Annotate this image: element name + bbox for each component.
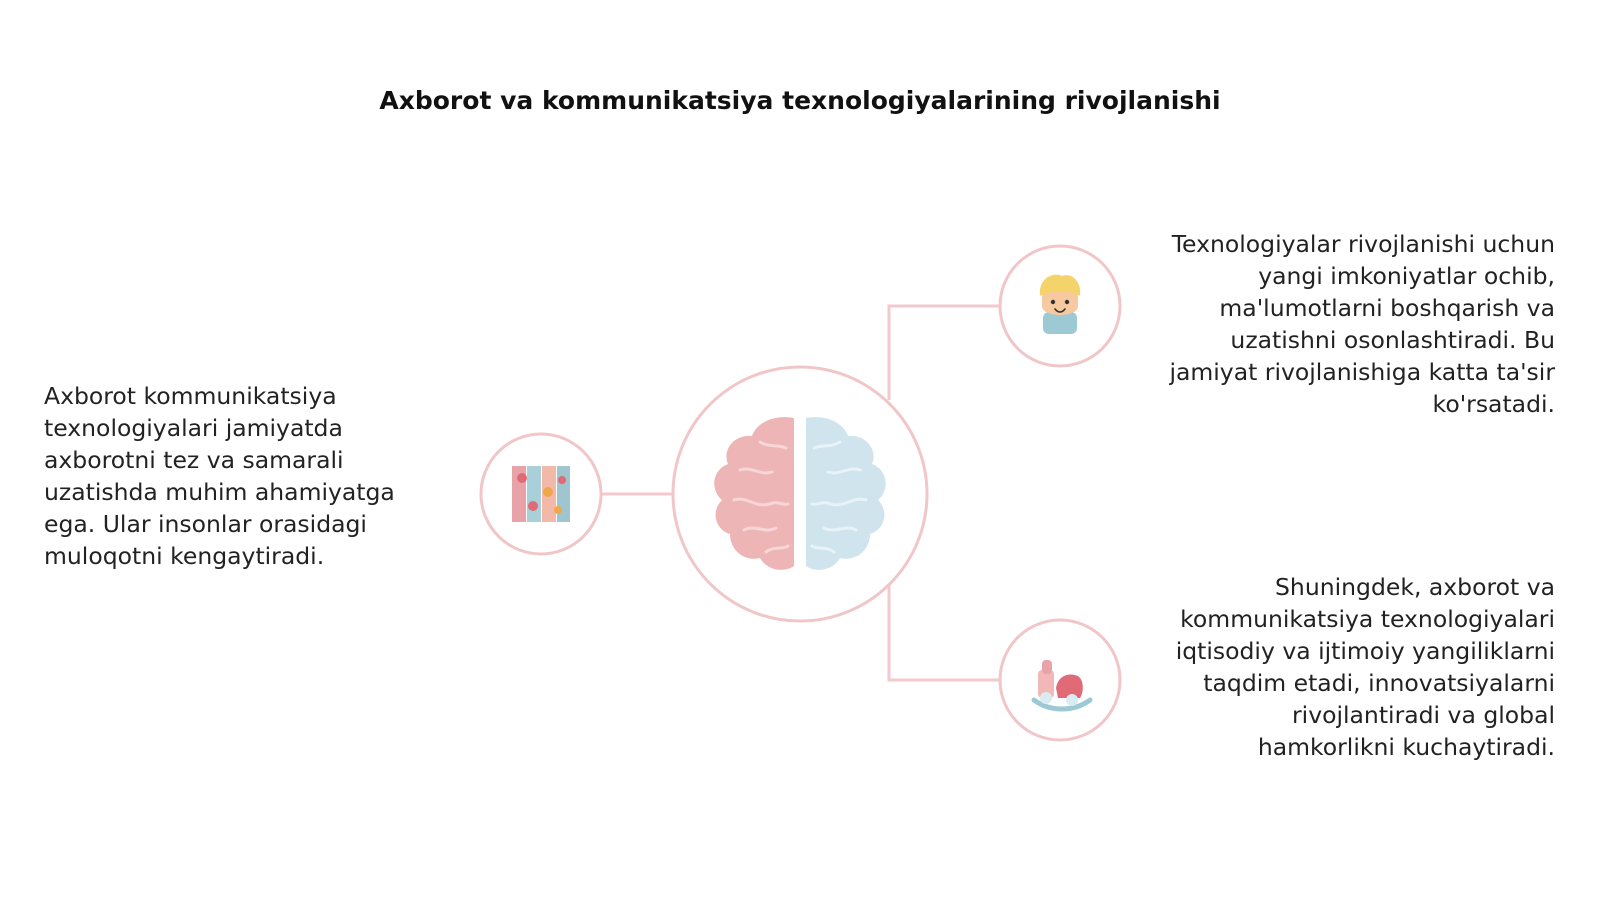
- brain-icon: [714, 417, 886, 570]
- left-node: [479, 432, 603, 556]
- building-blocks-icon: [512, 466, 570, 522]
- toy-rocking-horse-icon: [1031, 660, 1093, 712]
- child-face-icon: [1039, 274, 1081, 334]
- bottom-right-description: Shuningdek, axborot va kommunikatsiya te…: [1175, 573, 1555, 761]
- connector-lines: [601, 304, 999, 682]
- connector-bottom-right: [887, 585, 999, 682]
- left-description: Axborot kommunikatsiya texnologiyalari j…: [44, 382, 395, 570]
- page-title: Axborot va kommunikatsiya texnologiyalar…: [379, 86, 1221, 115]
- connector-top-right: [887, 304, 999, 400]
- top-right-node: [998, 244, 1122, 368]
- top-right-description: Texnologiyalar rivojlanishi uchun yangi …: [1169, 230, 1555, 418]
- center-node: [671, 365, 929, 623]
- bottom-right-node: [998, 618, 1122, 742]
